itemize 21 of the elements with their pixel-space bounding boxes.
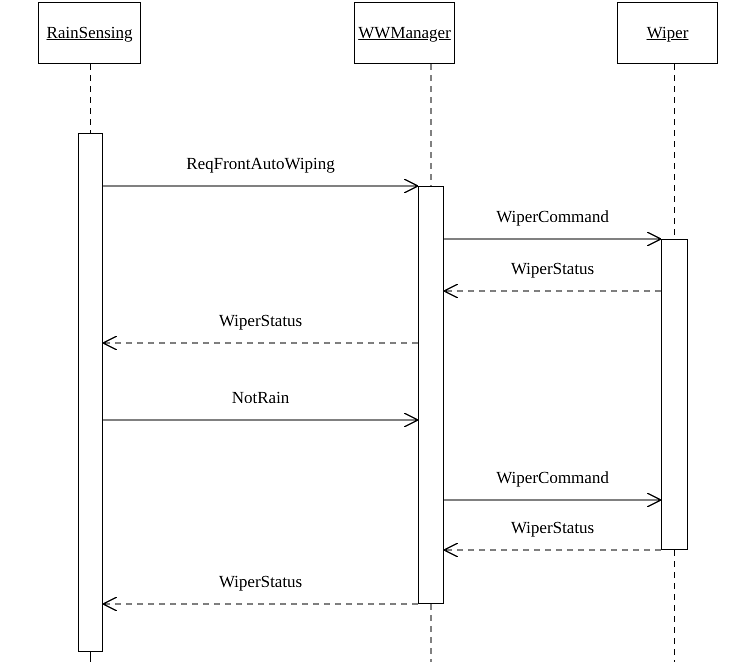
return-message-arrow <box>102 596 418 612</box>
message-label: WiperCommand <box>493 468 612 488</box>
message-arrow <box>102 178 419 194</box>
participant-box <box>617 2 718 64</box>
activation-bar <box>418 186 444 604</box>
message-arrow <box>444 231 662 247</box>
participant-name: RainSensing <box>46 23 132 43</box>
participant-name: WWManager <box>358 23 451 43</box>
return-message-arrow <box>443 283 662 299</box>
message-arrow <box>102 412 419 428</box>
activation-bar <box>661 239 688 550</box>
lifeline <box>90 64 91 134</box>
lifeline <box>430 64 432 186</box>
message-label: WiperCommand <box>493 207 612 227</box>
return-message-arrow <box>102 335 418 351</box>
activation-bar <box>78 133 103 652</box>
participant-box <box>354 2 455 64</box>
message-arrow <box>444 492 662 508</box>
participant-name: Wiper <box>646 23 688 43</box>
return-message-arrow <box>443 542 662 558</box>
participant-box <box>38 2 141 64</box>
